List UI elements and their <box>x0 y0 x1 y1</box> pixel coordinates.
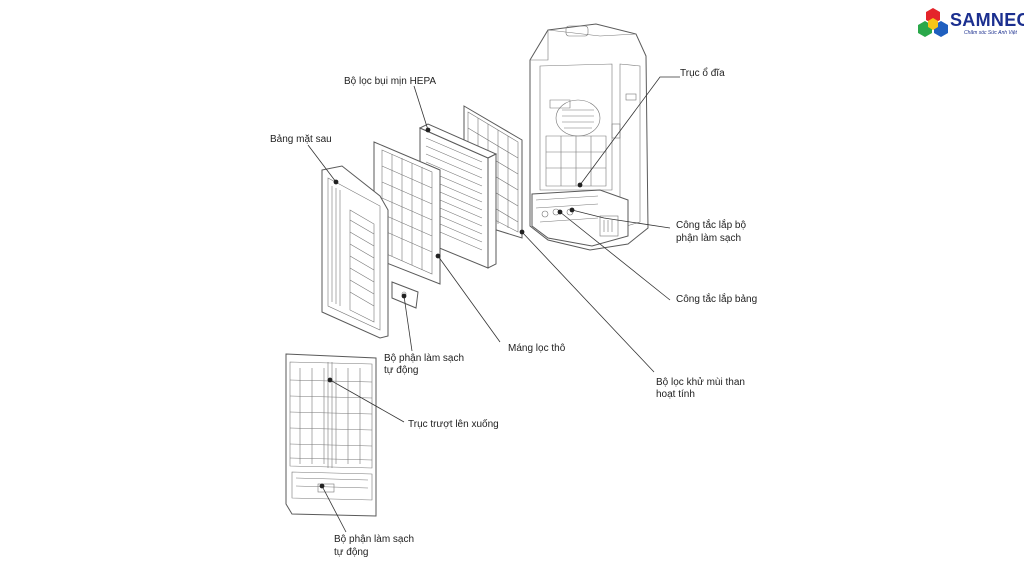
main-unit-body <box>529 23 649 251</box>
label-hepa-filter: Bộ lọc bụi mịn HEPA <box>344 76 436 87</box>
logo-slogan: Chăm sóc Sức Anh Việt <box>964 30 1017 36</box>
back-panel-illustration <box>321 165 419 339</box>
label-slide-shaft: Trục trượt lên xuống <box>408 418 499 430</box>
label-cleaning-switch-line1: Công tắc lắp bộ <box>676 218 746 231</box>
label-back-panel: Bảng mặt sau <box>270 134 332 145</box>
label-carbon-filter-line1: Bộ lọc khử mùi than <box>656 376 745 388</box>
callout-dots <box>319 127 583 489</box>
logo-brand-name: SAMNEC <box>950 10 1024 30</box>
hepa-filter-illustration <box>418 123 498 269</box>
cleaning-panel-illustration <box>285 353 377 517</box>
logo-mark-icon <box>918 8 948 37</box>
samnec-logo: SAMNEC Chăm sóc Sức Anh Việt <box>916 6 1024 42</box>
label-auto-cleaner-1-line1: Bộ phận làm sạch <box>384 353 464 364</box>
label-pre-filter: Máng lọc thô <box>508 343 566 354</box>
label-auto-cleaner-2-line1: Bộ phận làm sạch <box>334 534 414 545</box>
label-truc-o-dia: Trục ổ đĩa <box>680 67 725 79</box>
label-carbon-filter-line2: hoạt tính <box>656 389 695 400</box>
label-panel-switch: Công tắc lắp bảng <box>676 292 757 305</box>
label-auto-cleaner-2-line2: tự động <box>334 547 369 558</box>
label-auto-cleaner-1-line2: tự động <box>384 365 419 376</box>
leader-lines <box>307 76 680 533</box>
label-cleaning-switch-line2: phận làm sạch <box>676 233 741 244</box>
